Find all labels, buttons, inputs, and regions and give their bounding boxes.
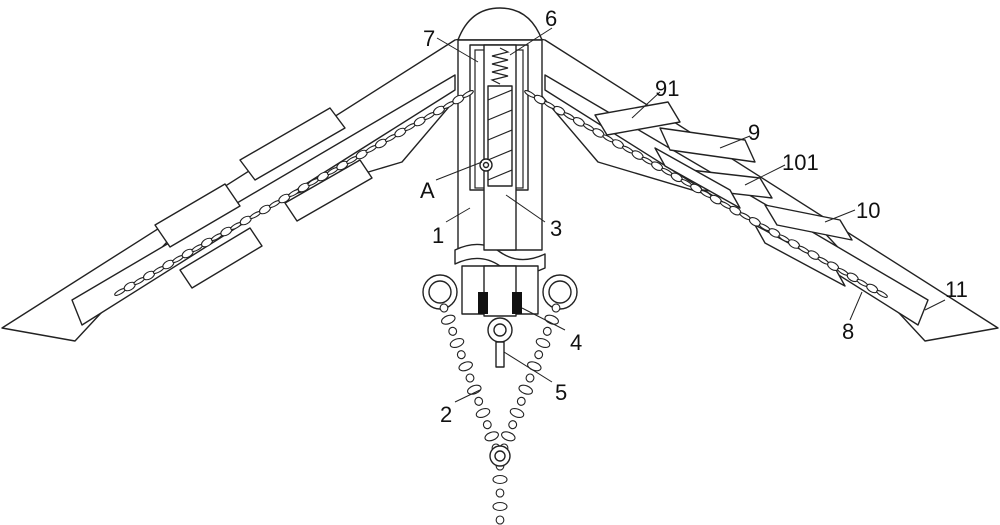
left-sleeve-lower — [284, 159, 373, 222]
label-A: A — [420, 178, 435, 203]
chain-link — [551, 303, 561, 313]
chain-link — [509, 407, 525, 419]
leader-11 — [924, 299, 946, 311]
leader-A — [435, 161, 483, 181]
chain-link — [495, 488, 505, 498]
magnet-right — [512, 292, 522, 314]
right-ring-inner — [548, 280, 572, 304]
chain-link — [544, 314, 559, 325]
lower-chain-tail — [492, 461, 508, 525]
chain-link — [458, 361, 473, 372]
hook-ring-inner — [493, 323, 507, 337]
chain-link — [501, 431, 516, 442]
chain-link — [484, 431, 499, 442]
label-101: 101 — [782, 150, 819, 175]
spring — [490, 47, 510, 85]
label-11: 11 — [945, 277, 968, 302]
chain-link — [518, 384, 533, 395]
leader-7 — [436, 37, 479, 63]
left-ring-inner — [428, 280, 452, 304]
right-arm-chain — [524, 90, 888, 298]
screw-thread — [487, 89, 513, 181]
leader-lines — [435, 27, 946, 403]
chain-link — [449, 337, 465, 349]
label-7: 7 — [423, 26, 435, 51]
chain-link — [441, 314, 456, 325]
right-arm — [534, 37, 999, 342]
leader-8 — [849, 291, 863, 321]
bottom-ring-inner — [494, 450, 506, 462]
label-2: 2 — [440, 402, 452, 427]
left-arm-body — [1, 37, 466, 342]
leader-91 — [631, 91, 661, 119]
chain-link — [462, 90, 474, 98]
chain-link — [475, 407, 491, 419]
leader-5 — [503, 351, 553, 383]
chain-link — [474, 396, 484, 406]
chain-link — [508, 420, 518, 430]
label-5: 5 — [555, 380, 567, 405]
chain-link — [525, 373, 535, 383]
label-10: 10 — [856, 198, 880, 223]
chain-link — [456, 350, 466, 360]
chain-link — [482, 420, 492, 430]
chains — [114, 90, 888, 525]
magnet-left — [478, 292, 488, 314]
chain-link — [516, 396, 526, 406]
label-6: 6 — [545, 6, 557, 31]
right-sleeve-lower — [654, 147, 741, 209]
chain-link — [492, 501, 508, 512]
left-sleeve-upper — [239, 107, 346, 181]
screw-core — [487, 85, 513, 187]
label-4: 4 — [570, 330, 582, 355]
leader-1 — [445, 207, 471, 223]
label-8: 8 — [842, 319, 854, 344]
left-sleeve-mid — [154, 183, 241, 248]
pivot-a-inner — [482, 161, 490, 169]
leader-3 — [505, 194, 546, 223]
left-sleeve-bottom — [179, 227, 263, 289]
top-cap — [457, 7, 543, 41]
chain-link — [534, 350, 544, 360]
label-1: 1 — [432, 223, 444, 248]
central-column — [422, 7, 578, 368]
left-arm-chain — [114, 90, 474, 296]
chain-link — [876, 290, 888, 298]
right-sleeve-9 — [659, 127, 756, 163]
chain-link — [467, 384, 482, 395]
leader-10 — [824, 209, 856, 223]
chain-link — [465, 373, 475, 383]
chain-link — [495, 515, 505, 525]
right-sleeve-91 — [594, 101, 681, 136]
label-3: 3 — [550, 216, 562, 241]
rod-lower — [483, 265, 517, 317]
chain-link — [448, 326, 458, 336]
leader-9 — [719, 135, 751, 149]
chain-link — [492, 474, 508, 485]
label-91: 91 — [655, 76, 679, 101]
left-arm — [1, 37, 466, 342]
leader-4 — [521, 307, 566, 331]
chain-link — [439, 303, 449, 313]
lower-chain-right — [499, 303, 561, 453]
leader-101 — [744, 164, 786, 186]
leader-6 — [509, 27, 553, 56]
leader-2 — [454, 389, 481, 403]
chain-link — [535, 337, 551, 349]
chain-link — [542, 326, 552, 336]
hook-stem — [495, 341, 505, 368]
label-9: 9 — [748, 120, 760, 145]
right-sleeve-10 — [764, 204, 853, 241]
part-labels: 7 6 91 9 101 10 11 8 A 1 3 4 5 2 — [420, 6, 968, 427]
